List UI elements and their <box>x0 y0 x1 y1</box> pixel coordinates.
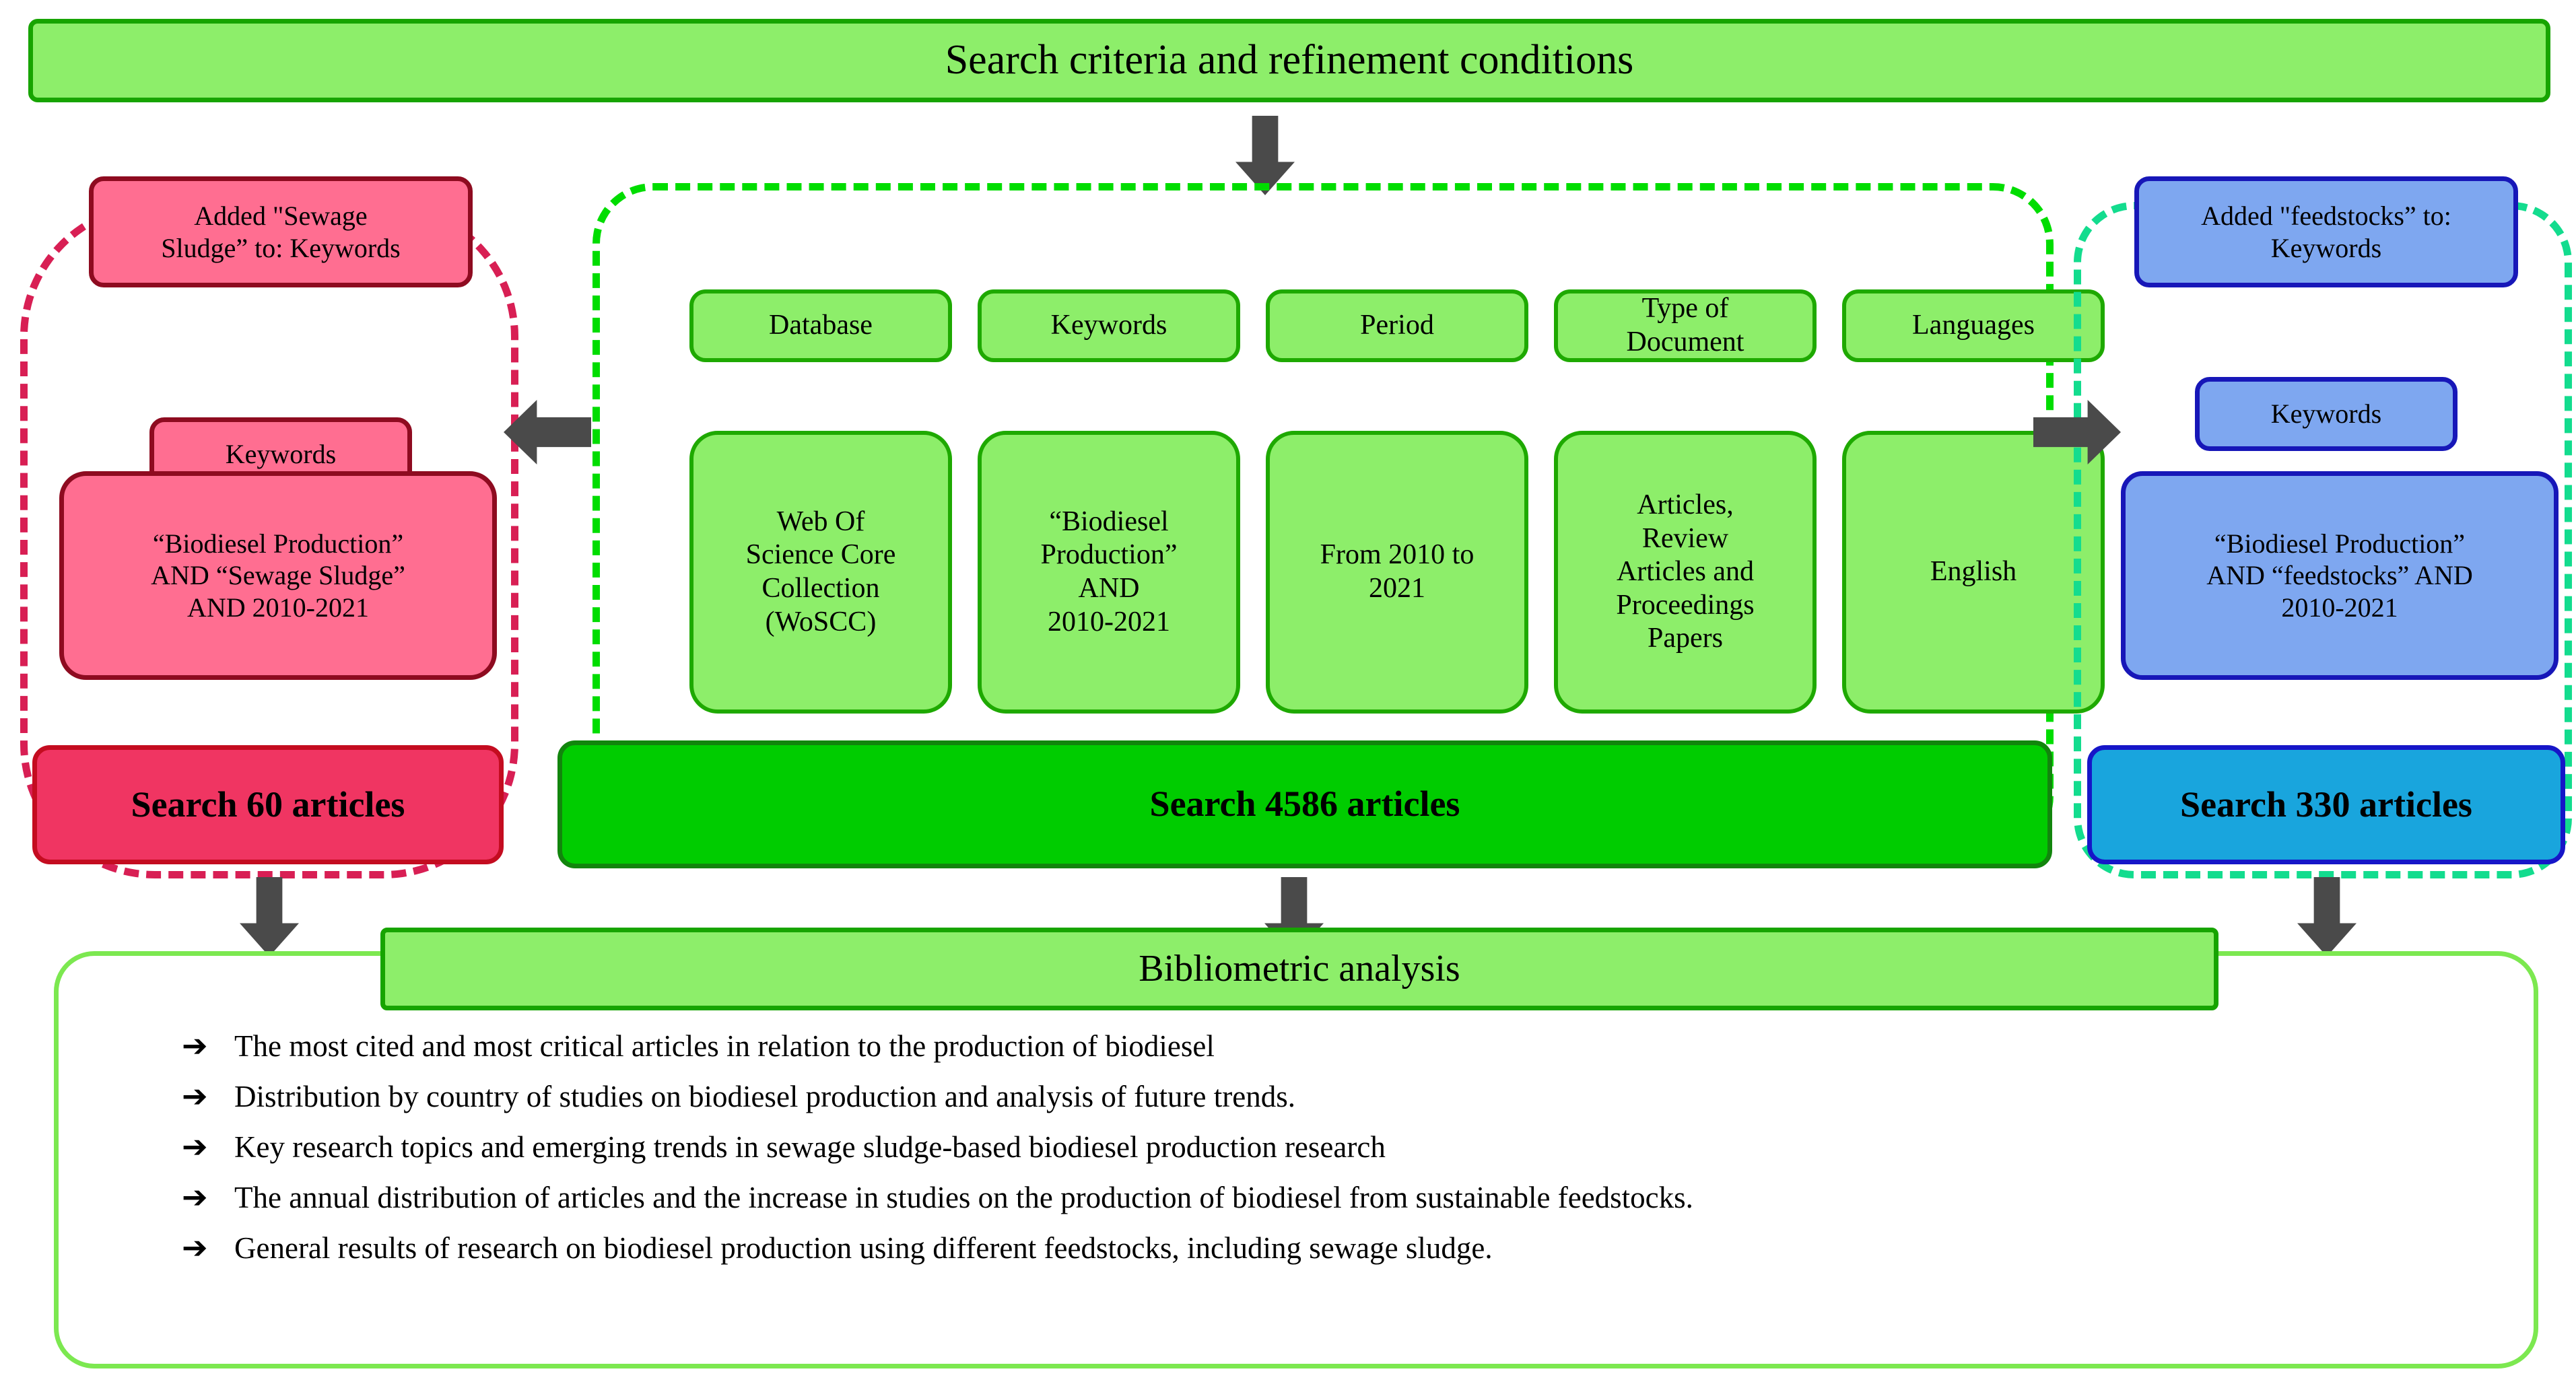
result-bar-center: Search 4586 articles <box>557 740 2052 868</box>
criteria-value-type-of-document: Articles, Review Articles and Proceeding… <box>1554 431 1817 714</box>
page-title: Search criteria and refinement condition… <box>28 19 2550 102</box>
list-item: ➔ Distribution by country of studies on … <box>182 1080 2471 1112</box>
right-field-keywords: Keywords <box>2195 377 2458 451</box>
left-query-box: “Biodiesel Production” AND “Sewage Sludg… <box>59 471 497 680</box>
criteria-value-keywords: “Biodiesel Production” AND 2010-2021 <box>978 431 1240 714</box>
bullet-arrow-icon: ➔ <box>182 1229 208 1266</box>
bibliometric-analysis-panel <box>54 951 2538 1368</box>
bullet-arrow-icon: ➔ <box>182 1027 208 1064</box>
list-item-text: The most cited and most critical article… <box>234 1029 1215 1063</box>
left-added-note: Added "Sewage Sludge” to: Keywords <box>89 176 473 287</box>
list-item: ➔ The most cited and most critical artic… <box>182 1030 2471 1062</box>
list-item-text: Distribution by country of studies on bi… <box>234 1080 1295 1113</box>
right-query-box: “Biodiesel Production” AND “feedstocks” … <box>2121 471 2558 680</box>
bullet-arrow-icon: ➔ <box>182 1128 208 1165</box>
list-item: ➔ Key research topics and emerging trend… <box>182 1131 2471 1163</box>
outcome-list: ➔ The most cited and most critical artic… <box>182 1030 2471 1282</box>
result-bar-right: Search 330 articles <box>2087 745 2565 864</box>
list-item-text: Key research topics and emerging trends … <box>234 1130 1386 1164</box>
arrow-down-icon-right-result <box>2297 877 2357 957</box>
criteria-label-keywords: Keywords <box>978 289 1240 362</box>
criteria-value-database: Web Of Science Core Collection (WoSCC) <box>689 431 952 714</box>
criteria-label-languages: Languages <box>1842 289 2105 362</box>
result-bar-left: Search 60 articles <box>32 745 504 864</box>
list-item-text: General results of research on biodiesel… <box>234 1231 1493 1265</box>
criteria-label-period: Period <box>1266 289 1528 362</box>
right-added-note: Added "feedstocks” to: Keywords <box>2134 176 2518 287</box>
bibliometric-analysis-title: Bibliometric analysis <box>380 928 2218 1010</box>
list-item: ➔ General results of research on biodies… <box>182 1232 2471 1263</box>
criteria-value-period: From 2010 to 2021 <box>1266 431 1528 714</box>
bullet-arrow-icon: ➔ <box>182 1078 208 1114</box>
criteria-label-database: Database <box>689 289 952 362</box>
criteria-label-type-of-document: Type of Document <box>1554 289 1817 362</box>
arrow-down-icon-left-result <box>240 877 299 957</box>
list-item: ➔ The annual distribution of articles an… <box>182 1181 2471 1213</box>
criteria-value-languages: English <box>1842 431 2105 714</box>
list-item-text: The annual distribution of articles and … <box>234 1181 1693 1214</box>
bullet-arrow-icon: ➔ <box>182 1179 208 1215</box>
